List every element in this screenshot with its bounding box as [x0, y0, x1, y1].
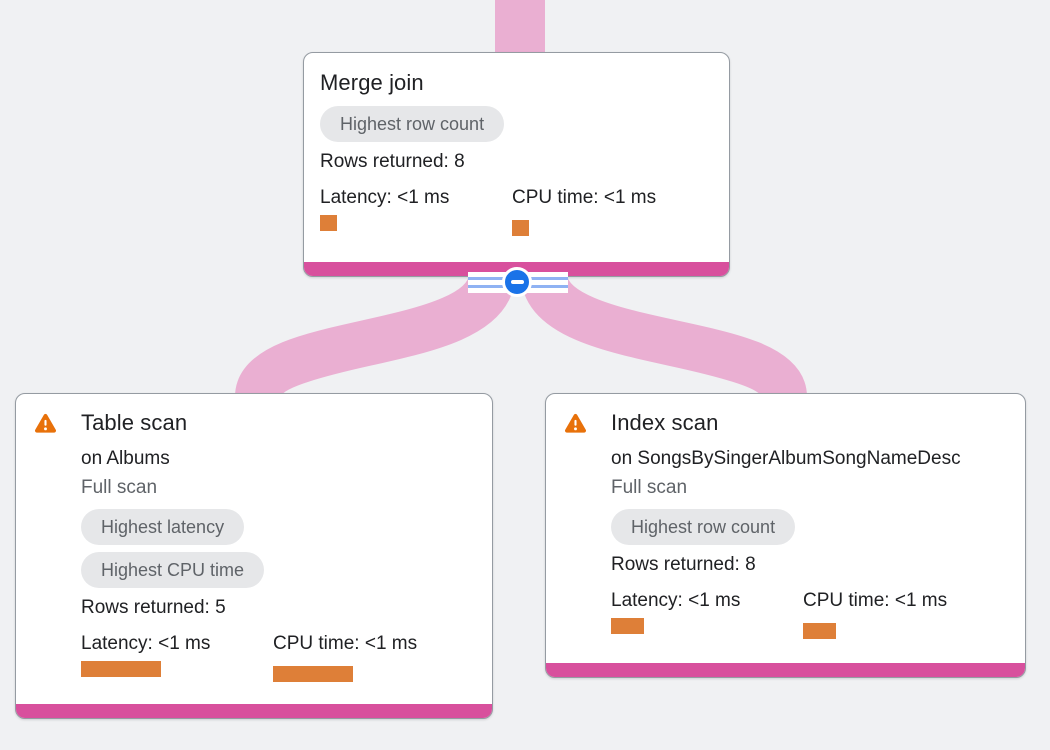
collapse-children-button[interactable] — [502, 267, 532, 297]
latency-bar — [611, 618, 644, 634]
rows-returned-value: 8 — [745, 554, 756, 575]
scan-target: on SongsBySingerAlbumSongNameDesc — [611, 448, 961, 469]
cpu-time-value: <1 ms — [603, 187, 657, 208]
cpu-time-bar — [273, 666, 353, 682]
scan-mode: Full scan — [611, 477, 688, 498]
cpu-time-metric: CPU time: <1 ms — [512, 186, 704, 236]
node-title: Table scan — [81, 410, 188, 435]
latency-metric: Latency: <1 ms — [611, 589, 803, 639]
scan-mode: Full scan — [81, 477, 158, 498]
cpu-time-bar — [512, 220, 529, 236]
badge-highest-cpu-time: Highest CPU time — [81, 552, 265, 588]
node-card-index-scan[interactable]: Index scan on SongsBySingerAlbumSongName… — [545, 393, 1026, 678]
cpu-time-value: <1 ms — [894, 590, 948, 611]
rows-returned-line: Rows returned: 8 — [611, 554, 756, 575]
latency-value: <1 ms — [688, 590, 741, 611]
cpu-time-bar — [803, 623, 836, 639]
badge-highest-row-count: Highest row count — [611, 509, 796, 545]
badge-highest-row-count: Highest row count — [320, 106, 505, 142]
warning-icon — [564, 413, 587, 434]
latency-value: <1 ms — [397, 187, 450, 208]
scan-target: on Albums — [81, 448, 170, 469]
badge-highest-latency: Highest latency — [81, 509, 245, 545]
latency-bar — [81, 661, 161, 677]
rows-returned-value: 5 — [215, 597, 226, 618]
cpu-time-metric: CPU time: <1 ms — [273, 632, 465, 682]
edge-merge-to-table-scan — [235, 270, 515, 402]
node-card-table-scan[interactable]: Table scan on Albums Full scan Highest l… — [15, 393, 493, 719]
node-accent-bar — [546, 663, 1025, 677]
cpu-time-metric: CPU time: <1 ms — [803, 589, 995, 639]
rows-returned-line: Rows returned: 8 — [320, 151, 465, 172]
node-title: Merge join — [320, 70, 424, 95]
node-card-merge-join[interactable]: Merge join Highest row count Rows return… — [303, 52, 730, 277]
rows-returned-line: Rows returned: 5 — [81, 597, 226, 618]
latency-value: <1 ms — [158, 633, 211, 654]
latency-metric: Latency: <1 ms — [81, 632, 273, 682]
cpu-time-value: <1 ms — [364, 633, 418, 654]
latency-metric: Latency: <1 ms — [320, 186, 512, 236]
warning-icon — [34, 413, 57, 434]
edge-merge-to-index-scan — [521, 270, 807, 402]
minus-icon — [510, 280, 524, 284]
latency-bar — [320, 215, 337, 231]
node-title: Index scan — [611, 410, 719, 435]
rows-returned-value: 8 — [454, 151, 465, 172]
node-accent-bar — [16, 704, 492, 718]
